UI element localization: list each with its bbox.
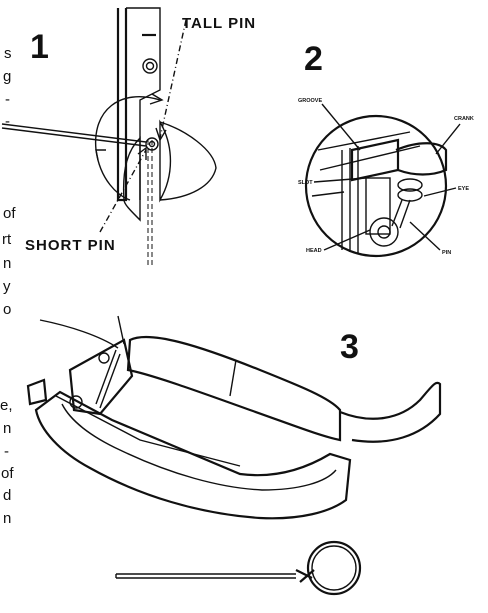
frame-line — [311, 191, 345, 197]
rotation-arrow-head — [149, 93, 164, 105]
text-fragment: n — [3, 420, 11, 437]
head-label: HEAD — [306, 248, 322, 254]
groove-label: GROOVE — [298, 98, 322, 104]
blade-edge — [95, 349, 117, 405]
figure-3-number: 3 — [340, 328, 359, 366]
pin-ring-inner — [311, 545, 357, 591]
half-disc — [159, 119, 172, 203]
saw-handle — [339, 381, 442, 443]
short-pin-pointer — [99, 149, 147, 233]
tall-pin-arrow — [155, 127, 167, 142]
eye-loop — [397, 178, 423, 192]
figure-1-number: 1 — [30, 28, 49, 66]
frame-line — [319, 145, 421, 171]
slot-plate — [365, 177, 391, 235]
tube-joint — [229, 359, 237, 397]
eye-leader — [423, 187, 457, 197]
short-pin-label: SHORT PIN — [25, 237, 116, 254]
holder-screw — [69, 395, 83, 409]
text-fragment: - — [5, 91, 10, 108]
detail-circle — [304, 114, 448, 258]
crank-label: CRANK — [454, 116, 474, 122]
text-fragment: d — [3, 487, 11, 504]
pin-eye — [145, 137, 159, 151]
rotation-arc — [94, 96, 161, 201]
figure-3: 3 — [26, 315, 442, 520]
cord — [39, 319, 119, 349]
insertion-rod — [1, 123, 147, 143]
half-disc-edge — [159, 121, 217, 201]
wing-nut — [26, 378, 48, 406]
saw-frame — [34, 390, 352, 520]
pin-head — [369, 217, 399, 247]
text-fragment: y — [3, 278, 11, 295]
text-fragment: s — [4, 45, 12, 62]
figure-2-number: 2 — [304, 40, 323, 78]
tall-pin-pointer — [159, 19, 187, 139]
text-fragment: - — [4, 443, 9, 460]
frame-hole-inner — [145, 61, 155, 71]
frame-line — [317, 131, 411, 151]
text-fragment: e, — [0, 397, 13, 414]
holder-screw — [98, 352, 110, 364]
rotation-arrow-head-2 — [95, 149, 106, 161]
groove-leader — [321, 103, 361, 151]
crank-leader — [435, 123, 461, 155]
text-fragment: - — [5, 113, 10, 130]
head-leader — [323, 229, 371, 251]
short-pin-arrow — [137, 146, 147, 160]
pin-eye-center — [148, 140, 156, 148]
crank — [395, 142, 448, 176]
frame-bar — [116, 8, 128, 202]
text-fragment: g — [3, 68, 11, 85]
blade-segment — [122, 136, 141, 222]
slot-leader — [313, 177, 367, 183]
figure-1: 1 TALL PIN SHORT PIN — [1, 7, 256, 268]
pin-leader — [409, 221, 441, 251]
text-fragment: rt — [2, 231, 12, 248]
slot-label: SLOT — [298, 180, 313, 186]
frame-plate — [126, 7, 161, 200]
saw-frame-inner — [61, 403, 337, 491]
pin-label: PIN — [442, 250, 451, 256]
text-fragment: n — [3, 510, 11, 527]
blade-edge — [99, 353, 121, 409]
text-fragment: of — [1, 465, 14, 482]
saw-tube — [126, 335, 342, 442]
eye-label: EYE — [458, 186, 469, 192]
blade-holder — [68, 338, 134, 416]
left-text-fragments: s g - - of rt n y o e, n - of d n — [0, 45, 16, 527]
insertion-rod-edge — [1, 127, 147, 147]
figure-2: 2 GROOVE CRANK SLOT EYE HEAD PIN — [298, 40, 474, 258]
frame-hole-outer — [142, 58, 158, 74]
tall-pin-label: TALL PIN — [182, 15, 256, 32]
text-fragment: n — [3, 255, 11, 272]
pin-ring — [306, 540, 362, 596]
pin-head-center — [377, 225, 391, 239]
figure-pin — [115, 540, 362, 596]
text-fragment: o — [3, 301, 11, 318]
text-fragment: of — [3, 205, 16, 222]
saw-frame-rail — [55, 395, 241, 467]
